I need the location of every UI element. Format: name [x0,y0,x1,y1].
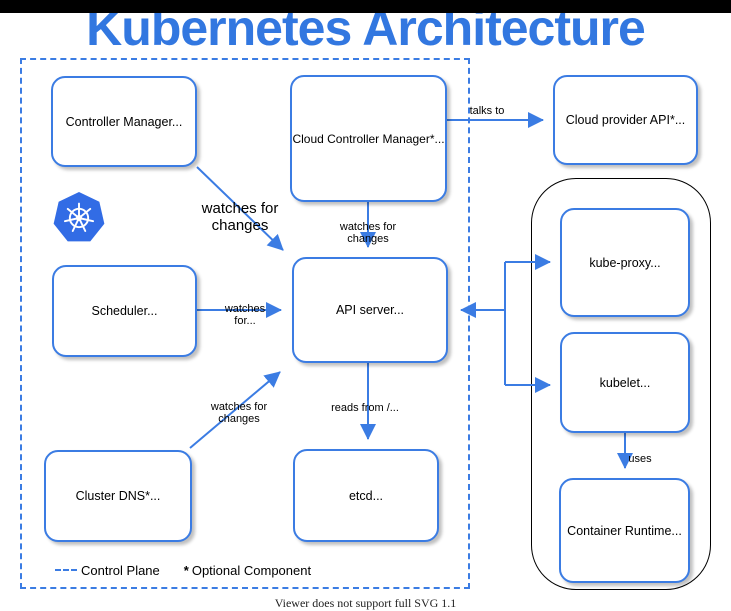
node-label: kubelet... [599,375,651,390]
node-label: kube-proxy... [589,255,661,270]
legend-control-plane-label: Control Plane [81,562,160,578]
node-cluster-dns: Cluster DNS*... [44,450,192,542]
node-cloud-controller-manager: Cloud Controller Manager*... [290,75,447,202]
legend: Control Plane * Optional Component [55,562,311,578]
edge-label-watches-for-changes-ccm: watches for changes [339,221,397,246]
node-controller-manager: Controller Manager... [51,76,197,167]
node-label: API server... [335,303,405,317]
node-api-server: API server... [292,257,448,363]
edge-label-talks-to: talks to [469,105,505,117]
edge-label-uses: uses [628,453,652,465]
node-label: Container Runtime... [567,523,682,538]
svg-viewer-notice: Viewer does not support full SVG 1.1 [274,596,457,610]
control-plane-boundary [20,58,470,589]
top-black-bar [0,0,731,13]
edge-label-watches-for: watches for... [224,303,266,328]
node-label: Cloud provider API*... [565,113,686,127]
kubernetes-logo-icon [53,191,105,242]
node-etcd: etcd... [293,449,439,542]
node-kube-proxy: kube-proxy... [560,208,690,317]
node-container-runtime: Container Runtime... [559,478,690,583]
node-label: etcd... [348,488,384,503]
node-label: Controller Manager... [65,114,183,129]
node-scheduler: Scheduler... [52,265,197,357]
legend-optional-component-label: Optional Component [191,562,312,578]
node-label: Cluster DNS*... [75,489,161,503]
node-label: Cloud Controller Manager*... [292,131,445,146]
edge-label-watches-for-changes-dns: watches for changes [210,401,268,426]
dashed-line-sample-icon [55,569,77,571]
edge-label-watches-for-changes-cm: watches for changes [201,200,279,234]
legend-asterisk: * [183,562,189,578]
node-kubelet: kubelet... [560,332,690,433]
node-cloud-provider-api: Cloud provider API*... [553,75,698,165]
node-label: Scheduler... [91,304,158,318]
edge-label-reads-from: reads from /... [331,402,399,414]
